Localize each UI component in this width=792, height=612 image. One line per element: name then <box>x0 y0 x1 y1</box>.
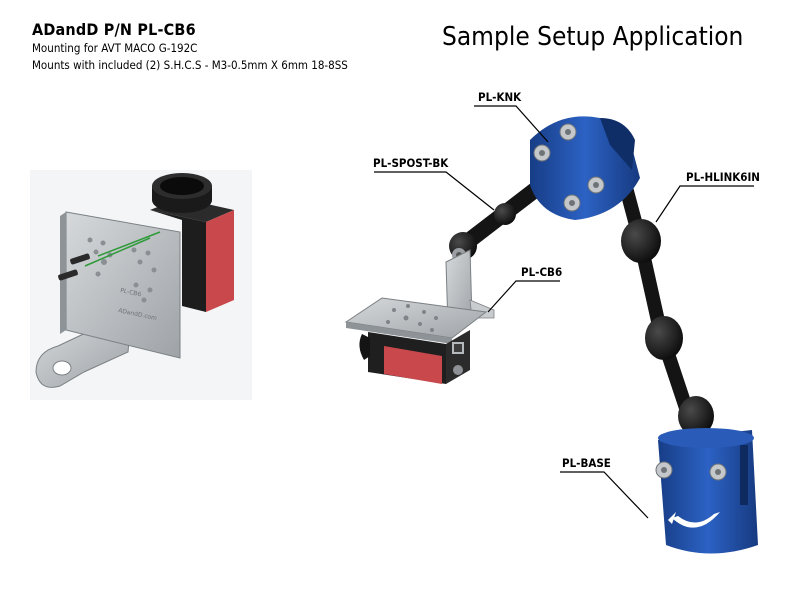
setup-camera-red <box>384 346 442 384</box>
alignment-line-1 <box>84 237 151 267</box>
mounting-description: Mounting for AVT MACO G-192C <box>32 41 198 55</box>
leader-spost <box>374 171 495 211</box>
part-info: ADandD P/N PL-CB6 Mounting for AVT MACO … <box>32 20 348 74</box>
tab-hole <box>52 360 72 376</box>
plate-holes <box>87 237 157 303</box>
leader-hlink <box>655 185 754 223</box>
alignment-line-2 <box>97 231 161 257</box>
callout-knk: PL-KNK <box>478 90 522 104</box>
setup-plate <box>344 297 488 339</box>
screw-1 <box>58 269 78 281</box>
hlink-arm <box>609 143 719 447</box>
callout-base: PL-BASE <box>562 456 611 470</box>
setup-title: Sample Setup Application <box>442 22 744 52</box>
camera-side <box>150 210 206 312</box>
leader-cb6 <box>487 280 560 313</box>
setup-bracket-camera <box>344 249 495 384</box>
svg-text:PL-CB6: PL-CB6 <box>120 287 142 298</box>
bracket-camera-left: PL-CB6 ADandD.com <box>30 170 252 400</box>
base <box>655 428 758 554</box>
part-number-title: ADandD P/N PL-CB6 <box>32 20 196 39</box>
screw-description: Mounts with included (2) S.H.C.S - M3-0.… <box>32 58 348 72</box>
callout-leaders <box>374 105 754 519</box>
callout-hlink: PL-HLINK6IN <box>686 170 760 184</box>
callout-spost: PL-SPOST-BK <box>373 156 449 170</box>
arm-ball-3 <box>678 396 714 436</box>
bracket-plate-edge <box>60 212 66 334</box>
camera-red-panel <box>206 210 234 312</box>
knuckle <box>530 116 640 220</box>
base-logo <box>672 512 720 528</box>
callout-cb6: PL-CB6 <box>521 265 563 279</box>
leader-knk <box>474 105 549 143</box>
screw-2 <box>70 253 90 265</box>
arm-ball-1 <box>621 219 661 263</box>
arm-ball-2 <box>645 316 683 360</box>
leader-base <box>560 471 649 519</box>
